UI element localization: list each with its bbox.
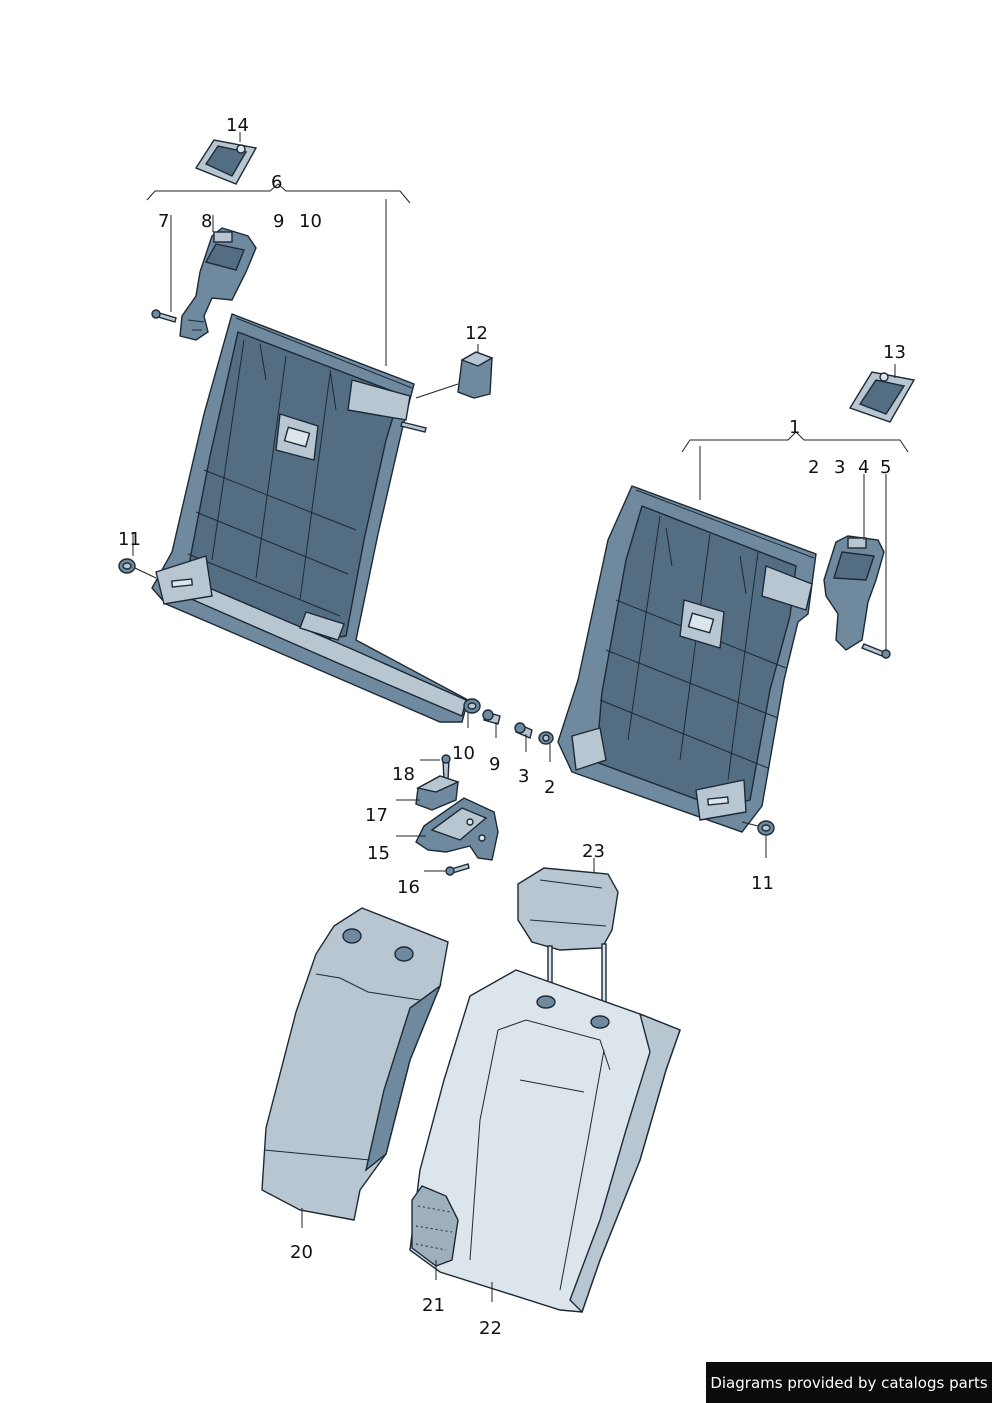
callout-12: 12	[465, 323, 488, 344]
callout-21: 21	[422, 1295, 445, 1316]
callout-9-bottom: 9	[489, 754, 500, 775]
part-11-bush-right	[741, 820, 775, 836]
attribution-footer: Diagrams provided by catalogs parts	[706, 1362, 992, 1403]
callout-9-top: 9	[273, 211, 284, 232]
callout-3-bottom: 3	[518, 766, 529, 787]
part-8-hinge-bracket	[179, 227, 257, 341]
part-11-bush-left	[118, 558, 157, 579]
part-2-bush	[538, 731, 554, 745]
part-21-padding	[411, 1185, 459, 1267]
center-hinge-assembly	[415, 754, 499, 876]
leader-lines	[132, 132, 896, 1302]
part-13-cover	[848, 371, 916, 423]
callout-5: 5	[880, 457, 891, 478]
part-16-bolt	[445, 863, 470, 876]
part-14-cover	[194, 139, 258, 185]
part-17-clip	[415, 775, 460, 811]
left-backrest-frame	[151, 313, 469, 723]
part-23-headrest	[517, 867, 619, 1021]
callout-10-bottom: 10	[452, 743, 475, 764]
callout-20: 20	[290, 1242, 313, 1263]
part-10-bush	[463, 698, 481, 714]
callout-18: 18	[392, 764, 415, 785]
part-9-pin	[482, 709, 501, 725]
right-backrest-frame	[557, 485, 817, 833]
callout-3-top: 3	[834, 457, 845, 478]
callout-22: 22	[479, 1318, 502, 1339]
part-7-bolt	[151, 309, 177, 323]
part-5-bolt	[861, 643, 891, 659]
part-15-hinge	[415, 797, 499, 861]
callout-16: 16	[397, 877, 420, 898]
callout-23: 23	[582, 841, 605, 862]
callout-2-top: 2	[808, 457, 819, 478]
callout-6: 6	[271, 172, 282, 193]
callout-11-right: 11	[751, 873, 774, 894]
pivot-parts-row	[463, 698, 554, 745]
part-18-screw	[441, 754, 451, 781]
callout-7: 7	[158, 211, 169, 232]
callout-4: 4	[858, 457, 869, 478]
callout-17: 17	[365, 805, 388, 826]
part-12-latch	[400, 344, 494, 433]
bracket-group-1	[681, 431, 909, 500]
callout-14: 14	[226, 115, 249, 136]
callout-15: 15	[367, 843, 390, 864]
bracket-group-6	[146, 183, 411, 366]
part-3-pin	[514, 722, 533, 739]
callout-labels: 14 6 7 8 9 10 12 13 1 2 3 4 5 11 10 9 3 …	[118, 115, 906, 1339]
attribution-text: Diagrams provided by catalogs parts	[710, 1373, 988, 1392]
callout-1: 1	[789, 417, 800, 438]
part-22-backrest-cover	[409, 969, 681, 1314]
part-20-side-bolster	[261, 907, 449, 1221]
part-4-hinge-bracket	[823, 535, 885, 651]
callout-11-left: 11	[118, 529, 141, 550]
callout-13: 13	[883, 342, 906, 363]
callout-10-top: 10	[299, 211, 322, 232]
callout-8: 8	[201, 211, 212, 232]
callout-2-bottom: 2	[544, 777, 555, 798]
